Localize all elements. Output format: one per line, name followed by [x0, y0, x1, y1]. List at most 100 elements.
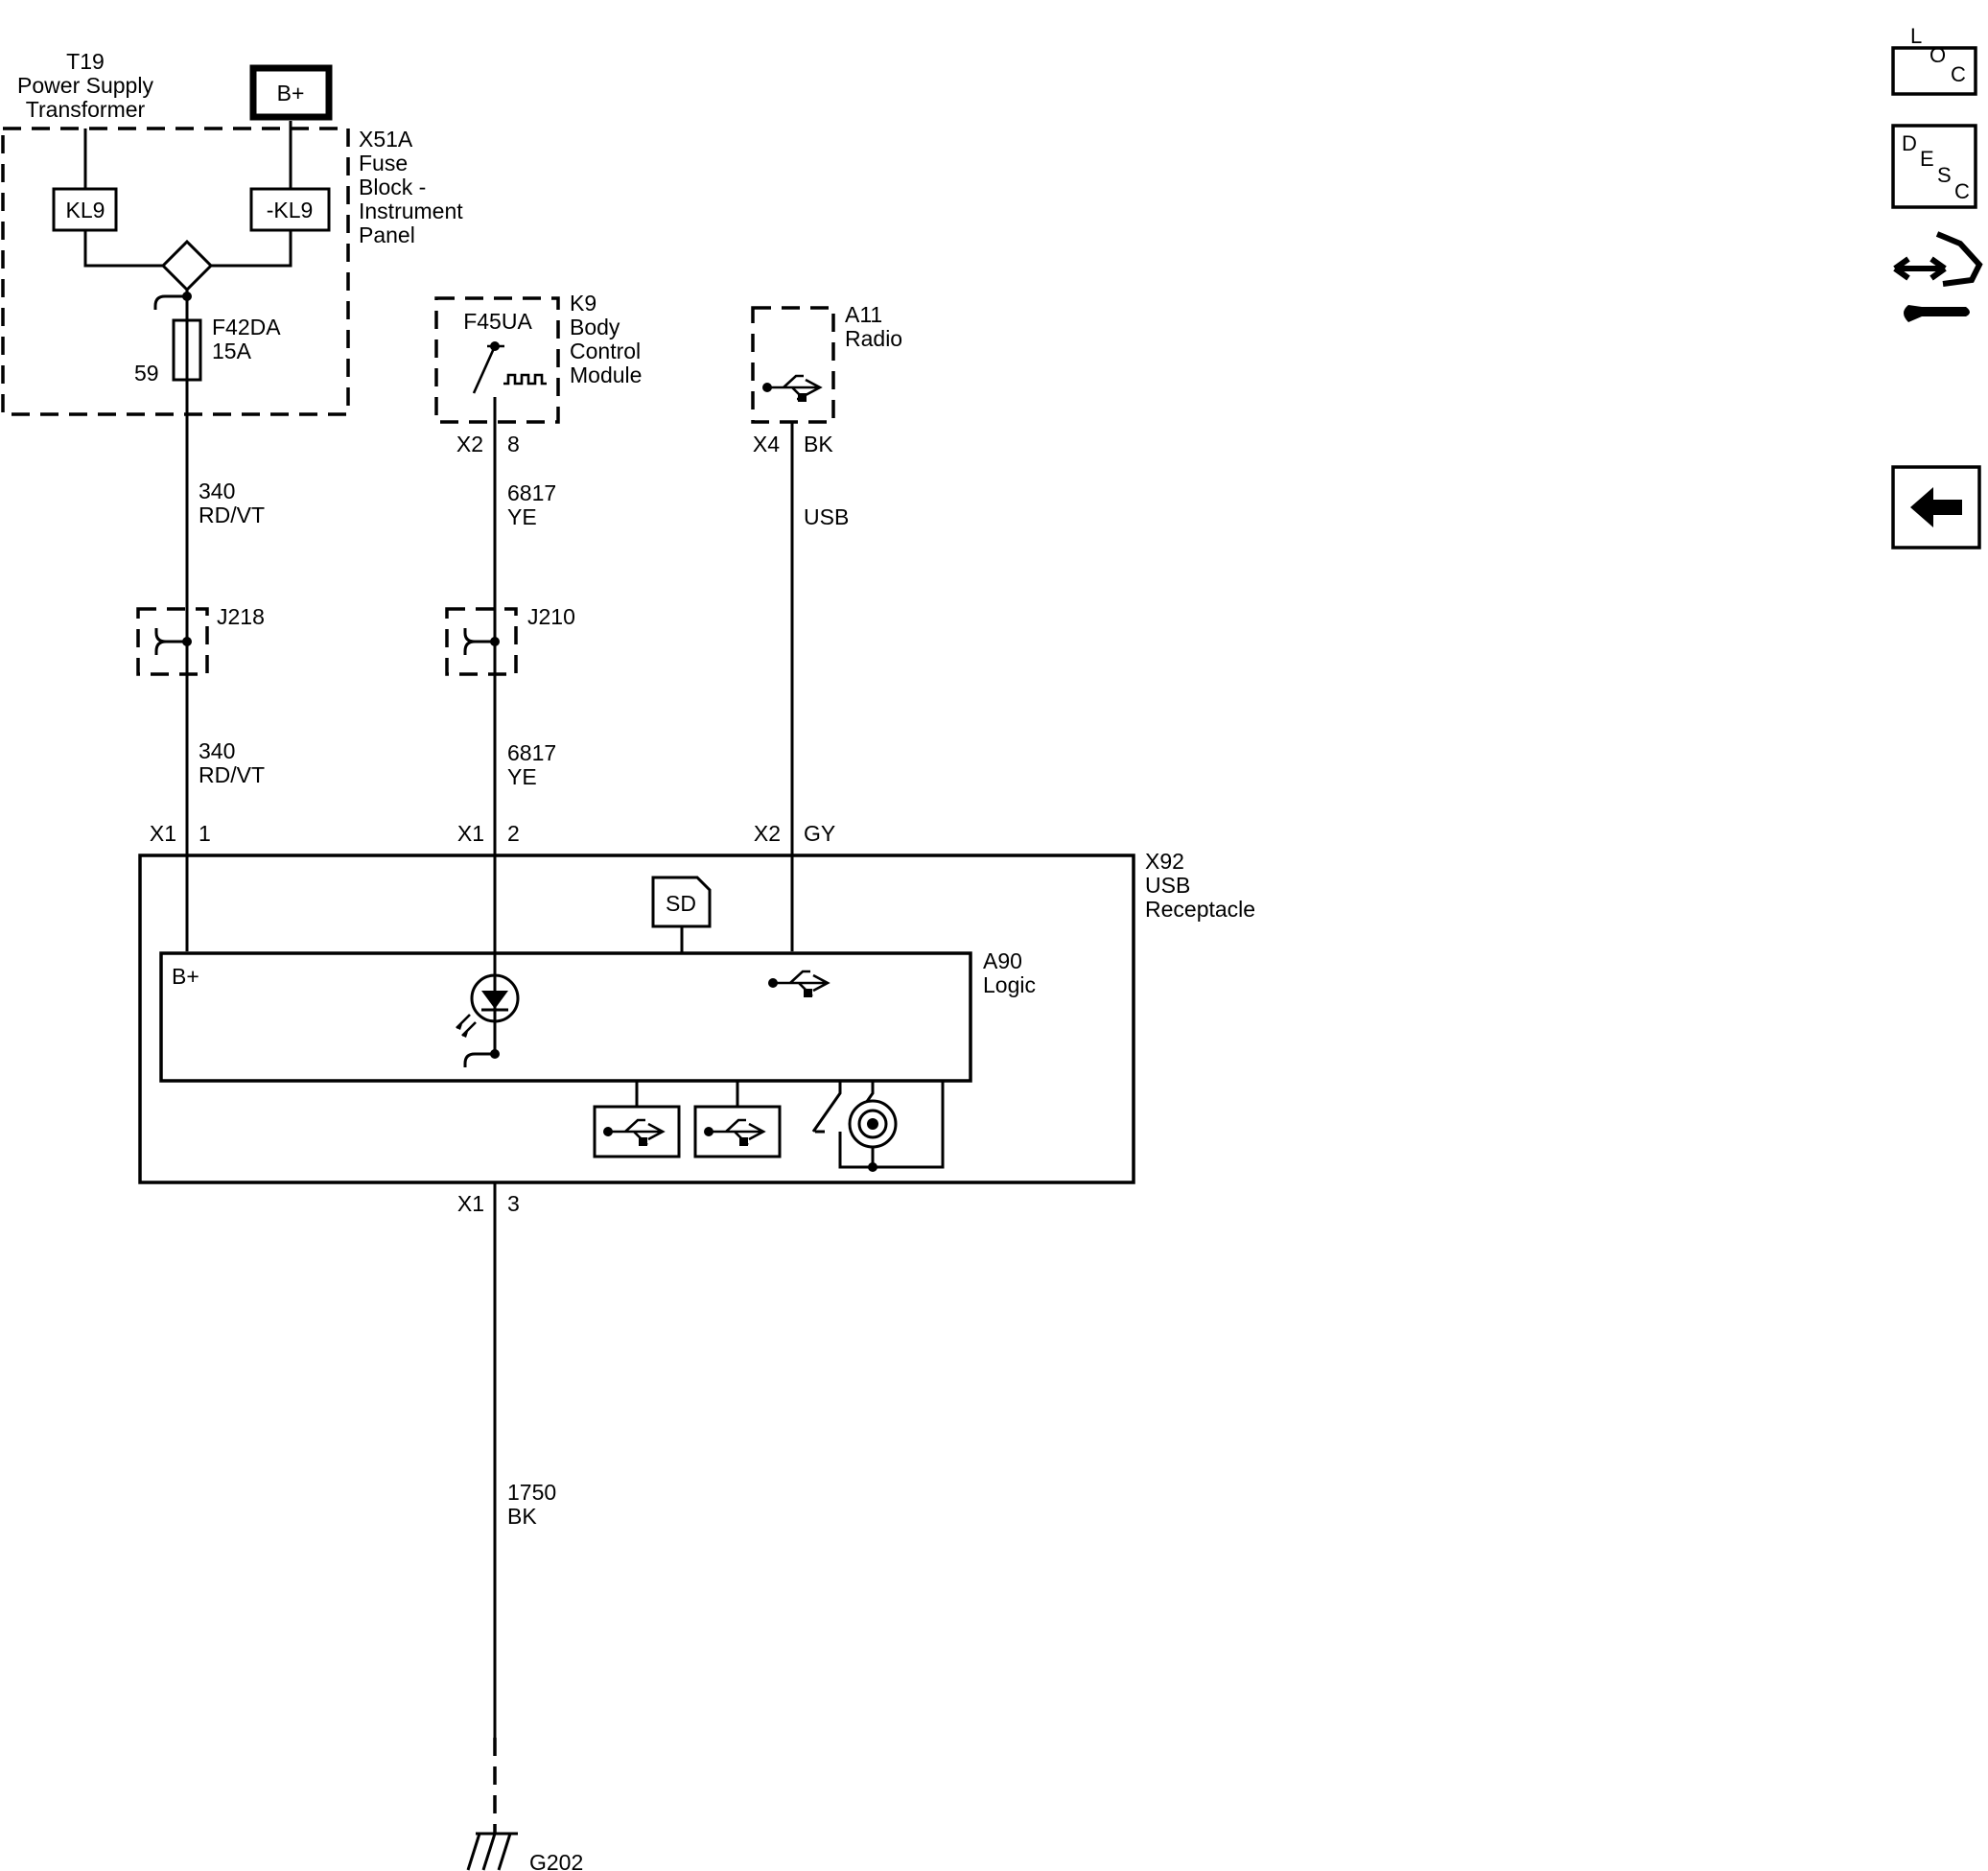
t19-id: T19: [66, 49, 105, 74]
a11-boundary: [751, 306, 835, 424]
desc-button[interactable]: [1891, 124, 1977, 209]
x92-id: X92: [1145, 849, 1184, 874]
bplus-source: B+: [249, 64, 333, 121]
loc-o: O: [1930, 43, 1946, 67]
a11-pin: BK: [804, 432, 833, 456]
x92-pin2-pin: 2: [507, 821, 520, 846]
loc-letters: L O C: [1910, 24, 1966, 86]
x92-usb-receptacle: X1 1 X1 2 X2 GY X92 USB Receptacle SD B+…: [138, 821, 1255, 1216]
a11-connector: X4: [753, 432, 780, 456]
ground-icon: [466, 1832, 518, 1871]
usb-icon: [768, 970, 830, 997]
k9-id: K9: [570, 291, 596, 316]
x92-gnd-pin: 3: [507, 1191, 520, 1216]
k9-boundary: [434, 296, 560, 424]
ground-g202: G202: [466, 1832, 583, 1871]
connector-wrench-icon: [1893, 231, 1983, 322]
x92-pin3-pin: GY: [804, 821, 835, 846]
t19-line2: Transformer: [26, 97, 146, 122]
w6817-bot-color: YE: [507, 764, 537, 789]
splice-j210: J210: [445, 604, 575, 676]
wire-usb: USB: [790, 422, 849, 951]
a90-name: Logic: [983, 972, 1036, 997]
x92-pin3-connector: X2: [754, 821, 781, 846]
x51a-fuse-block: X51A Fuse Block - Instrument Panel KL9 -…: [1, 121, 463, 416]
x51a-boundary: [1, 127, 350, 416]
w1750-color: BK: [507, 1504, 537, 1529]
loc-button[interactable]: [1891, 46, 1977, 96]
a90-id: A90: [983, 948, 1022, 973]
x92-pin1-pin: 1: [199, 821, 211, 846]
loc-l: L: [1910, 24, 1922, 48]
x92-gnd-connector: X1: [457, 1191, 484, 1216]
x51a-line1: Fuse: [359, 151, 408, 175]
desc-d: D: [1902, 131, 1917, 155]
w6817-top-color: YE: [507, 504, 537, 529]
x92-boundary: [138, 854, 1135, 1184]
usb-wire-label: USB: [804, 504, 849, 529]
w340-top-color: RD/VT: [199, 503, 265, 527]
a11-id: A11: [845, 302, 882, 327]
x92-pin1-connector: X1: [150, 821, 176, 846]
usb-icon: [704, 1118, 766, 1146]
usb-icon: [603, 1118, 666, 1146]
x51a-id: X51A: [359, 127, 413, 152]
desc-letters: D E S C: [1902, 131, 1970, 203]
sd-label: SD: [666, 891, 696, 916]
back-arrow-icon: [1910, 487, 1962, 527]
k9-body-control-module: F45UA K9 Body Control Module X2 8: [434, 291, 642, 456]
aux-jack-switch-icon: [811, 1079, 945, 1172]
t19-power-supply-transformer: T19 Power Supply Transformer: [17, 49, 153, 122]
connector-wrench-button[interactable]: [1893, 231, 1983, 322]
j210-label: J210: [527, 604, 575, 629]
x92-pin2-connector: X1: [457, 821, 484, 846]
kl9-neg-box: [249, 187, 331, 232]
x92-line2: Receptacle: [1145, 897, 1255, 922]
k9-line2: Control: [570, 339, 641, 363]
diode-pair-symbol: [160, 239, 214, 292]
fuse-rating: 15A: [212, 339, 252, 363]
w340-top-circuit: 340: [199, 479, 235, 503]
loc-c: C: [1951, 62, 1966, 86]
a11-name: Radio: [845, 326, 902, 351]
w340-bot-circuit: 340: [199, 738, 235, 763]
w1750-circuit: 1750: [507, 1480, 556, 1505]
wire-1750: 1750 BK: [493, 1182, 556, 1834]
k9-pin: 8: [507, 432, 520, 456]
k9-line3: Module: [570, 363, 642, 387]
wire-340: 340 RD/VT 340 RD/VT: [185, 380, 265, 951]
desc-c: C: [1954, 179, 1970, 203]
w6817-top-circuit: 6817: [507, 480, 556, 505]
w340-bot-color: RD/VT: [199, 762, 265, 787]
a90-boundary: [159, 951, 972, 1083]
led-ground-hook: [463, 1052, 495, 1067]
splice-hook: [153, 294, 187, 310]
k9-line1: Body: [570, 315, 620, 339]
usb-port-2: [693, 1081, 782, 1158]
usb-icon: [762, 374, 823, 402]
kl9-box: [52, 187, 118, 232]
splice-j218: J218: [136, 604, 265, 676]
sd-card-icon: SD: [651, 876, 712, 953]
x51a-line4: Panel: [359, 222, 415, 247]
fuse-pin: 59: [134, 361, 159, 386]
k9-connector: X2: [456, 432, 483, 456]
k9-fuse: F45UA: [463, 309, 532, 334]
t19-line1: Power Supply: [17, 73, 153, 98]
x51a-line3: Instrument: [359, 199, 463, 223]
j218-label: J218: [217, 604, 265, 629]
a90-bplus: B+: [172, 964, 199, 989]
a90-logic: B+ A90 Logic: [159, 948, 1036, 1083]
x92-line1: USB: [1145, 873, 1190, 898]
desc-s: S: [1937, 163, 1952, 187]
wire-6817: 6817 YE 6817 YE: [493, 397, 556, 1055]
fuse-name: F42DA: [212, 315, 281, 339]
back-button[interactable]: [1891, 465, 1981, 550]
kl9-label: KL9: [66, 198, 105, 222]
x51a-line2: Block -: [359, 175, 426, 199]
desc-e: E: [1920, 147, 1934, 171]
bplus-label: B+: [277, 81, 305, 105]
usb-port-1: [593, 1081, 681, 1158]
w6817-bot-circuit: 6817: [507, 740, 556, 765]
